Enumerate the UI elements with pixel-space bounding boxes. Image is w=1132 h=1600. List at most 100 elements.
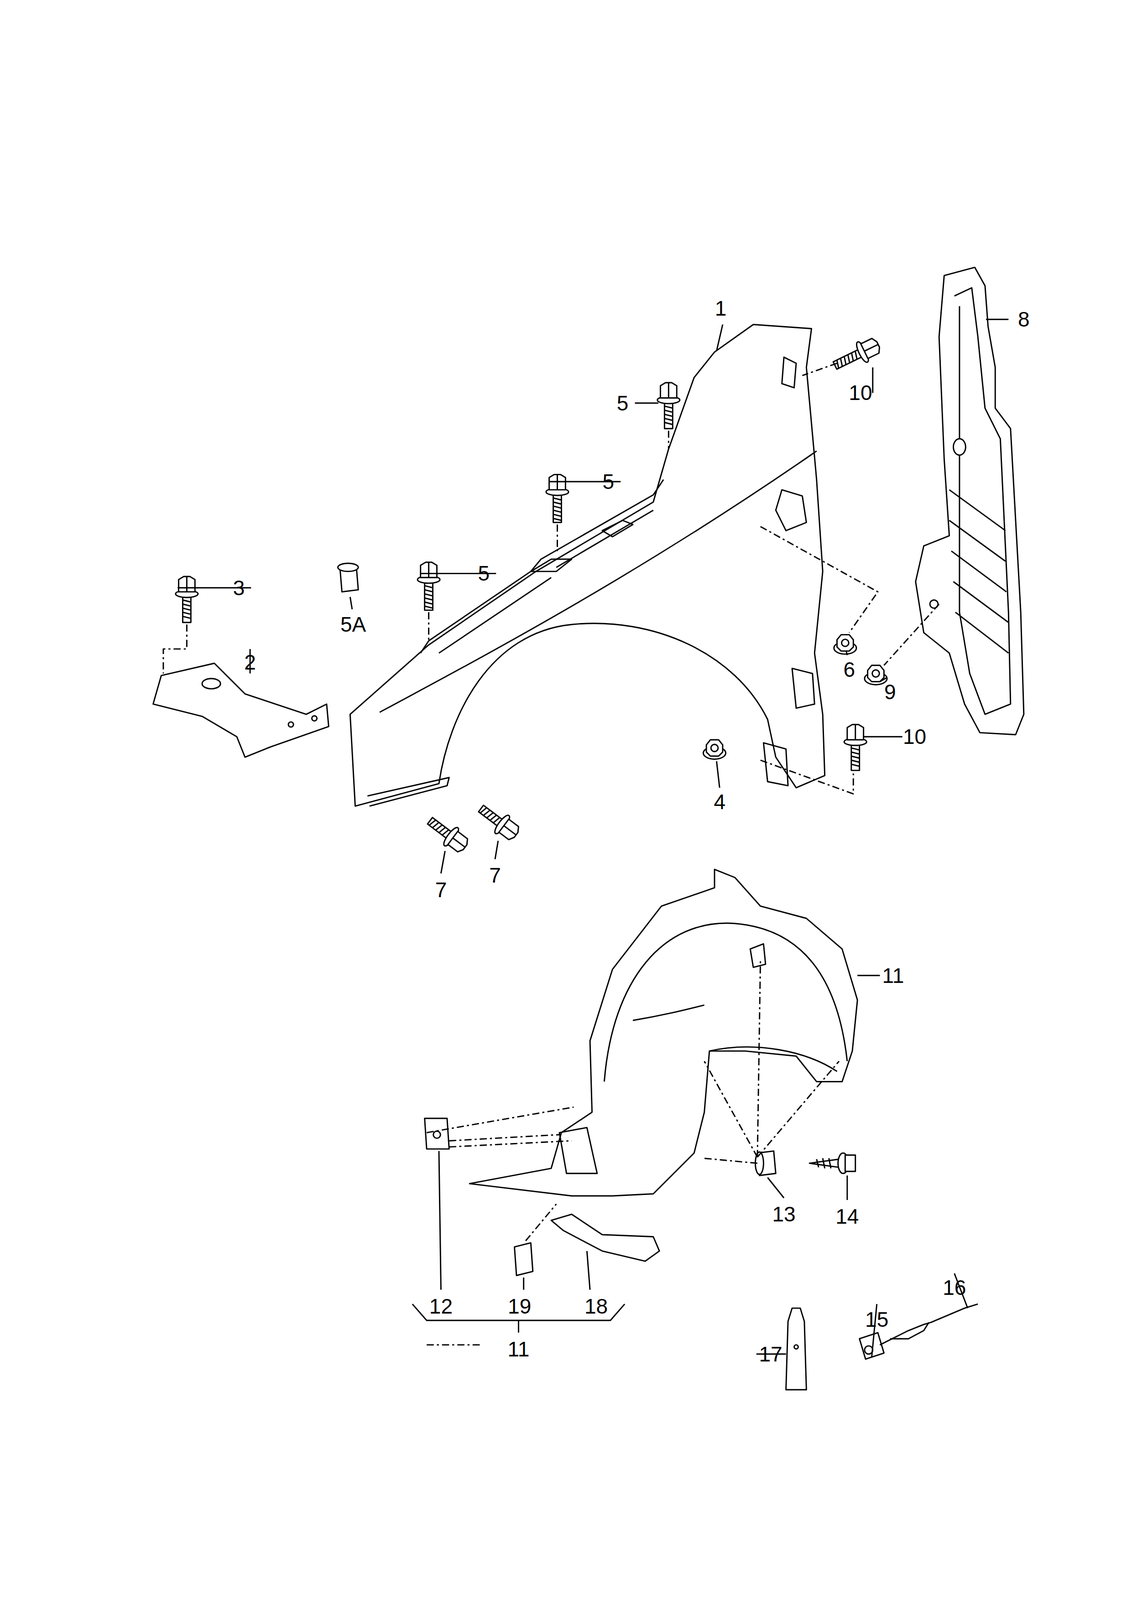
callout-number: 10 [902,726,927,748]
bolt-thread [845,354,852,364]
bolt-head [420,562,438,579]
fender-mount [782,357,797,388]
bolt-shank [851,741,860,771]
assembly-line [760,363,854,794]
bolt-thread [424,602,433,605]
bolt-thread [553,510,562,513]
bolt-thread [851,764,860,767]
bolt-thread [851,760,860,763]
liner-inner [604,923,847,1082]
bolt [474,799,523,845]
assembly-line [163,430,669,674]
bolt-thread [424,589,433,592]
leader-line [756,1175,968,1358]
bolt-thread [664,410,673,413]
panel-ribs [949,490,1009,654]
bolt-thread [664,406,673,408]
nut-body [836,635,854,652]
bolt-shank [664,400,673,429]
nut-hole [841,639,850,647]
bolt-head [448,831,470,855]
bolt-head [847,724,864,741]
bolt-thread [553,506,562,509]
flange-tab [530,520,633,572]
clip-hole [433,1131,441,1139]
bolt-thread [838,358,845,367]
bracket-hole [311,715,317,721]
bolt-thread [664,418,673,421]
fender-mount [792,668,815,709]
callout-number: 6 [843,659,856,681]
assembly-line [760,526,940,666]
bolt [417,562,440,611]
bracket-hole [288,722,294,728]
liner-detail [632,944,766,1021]
callout-number: 3 [233,577,246,599]
callout-number: 12 [429,1296,453,1318]
bolt [657,382,680,429]
bolt-thread [182,604,191,606]
rivet-nut-flange [337,563,359,572]
callout-number: 2 [244,652,256,673]
bracket-hole [202,678,221,689]
bolt-thread [424,606,433,609]
bolt-thread [553,518,562,521]
bolt-thread [182,612,191,615]
drawing [153,267,1024,1391]
bolt-shank [424,579,433,611]
callout-number: 4 [713,791,726,813]
plug-hole [794,1345,799,1350]
callout-number: 18 [584,1296,608,1318]
nut-body [867,665,885,683]
callout-number: 14 [835,1206,859,1228]
wheel-liner [469,869,858,1197]
assembly-line-short [426,1204,557,1346]
bolt-head [860,337,882,359]
leader-line [177,324,723,610]
bolt-thread [429,819,436,827]
callout-number: 19 [507,1296,532,1318]
callout-number: 8 [1017,308,1030,330]
bolt-head [498,819,521,842]
panel-boss [953,438,966,456]
callout-number: 5 [478,563,491,585]
callout-number: 11 [507,1339,530,1361]
bolt-thread [424,585,433,588]
callout-number: 10 [848,382,872,404]
screw-thread [816,1158,831,1169]
bolt [829,334,883,376]
bolt-thread [424,594,433,596]
panel [915,267,1024,736]
fender-flange-edge [438,510,654,654]
panel-inner [954,287,1011,715]
bolt-thread [849,353,856,362]
nut [834,635,857,655]
bolt-thread [553,502,562,505]
bolt-thread [479,806,487,815]
fender [349,324,825,807]
leader-line [438,1151,590,1291]
bolt-thread [851,756,860,759]
bolt-thread [182,608,191,611]
hose [879,1304,978,1346]
callout-number: 1 [714,297,727,319]
bolt-thread [424,598,433,600]
screw-head [845,1155,856,1173]
fender-lower-flange [367,777,449,807]
callout-number: 11 [882,965,905,987]
callout-number: 13 [772,1204,796,1226]
liner-bracket [551,1214,660,1262]
callout-number: 7 [489,865,501,887]
nut-hole [872,670,880,678]
bolt-shank [553,491,562,523]
bolt [844,724,867,771]
assembly-line [702,959,840,1164]
liner-edge [709,1047,838,1073]
bolt [175,576,199,623]
hose-edge [890,1322,929,1340]
assembly-line [426,1107,574,1148]
bolt-thread [553,498,562,501]
bolt [423,812,472,857]
nut-hole [710,744,719,752]
